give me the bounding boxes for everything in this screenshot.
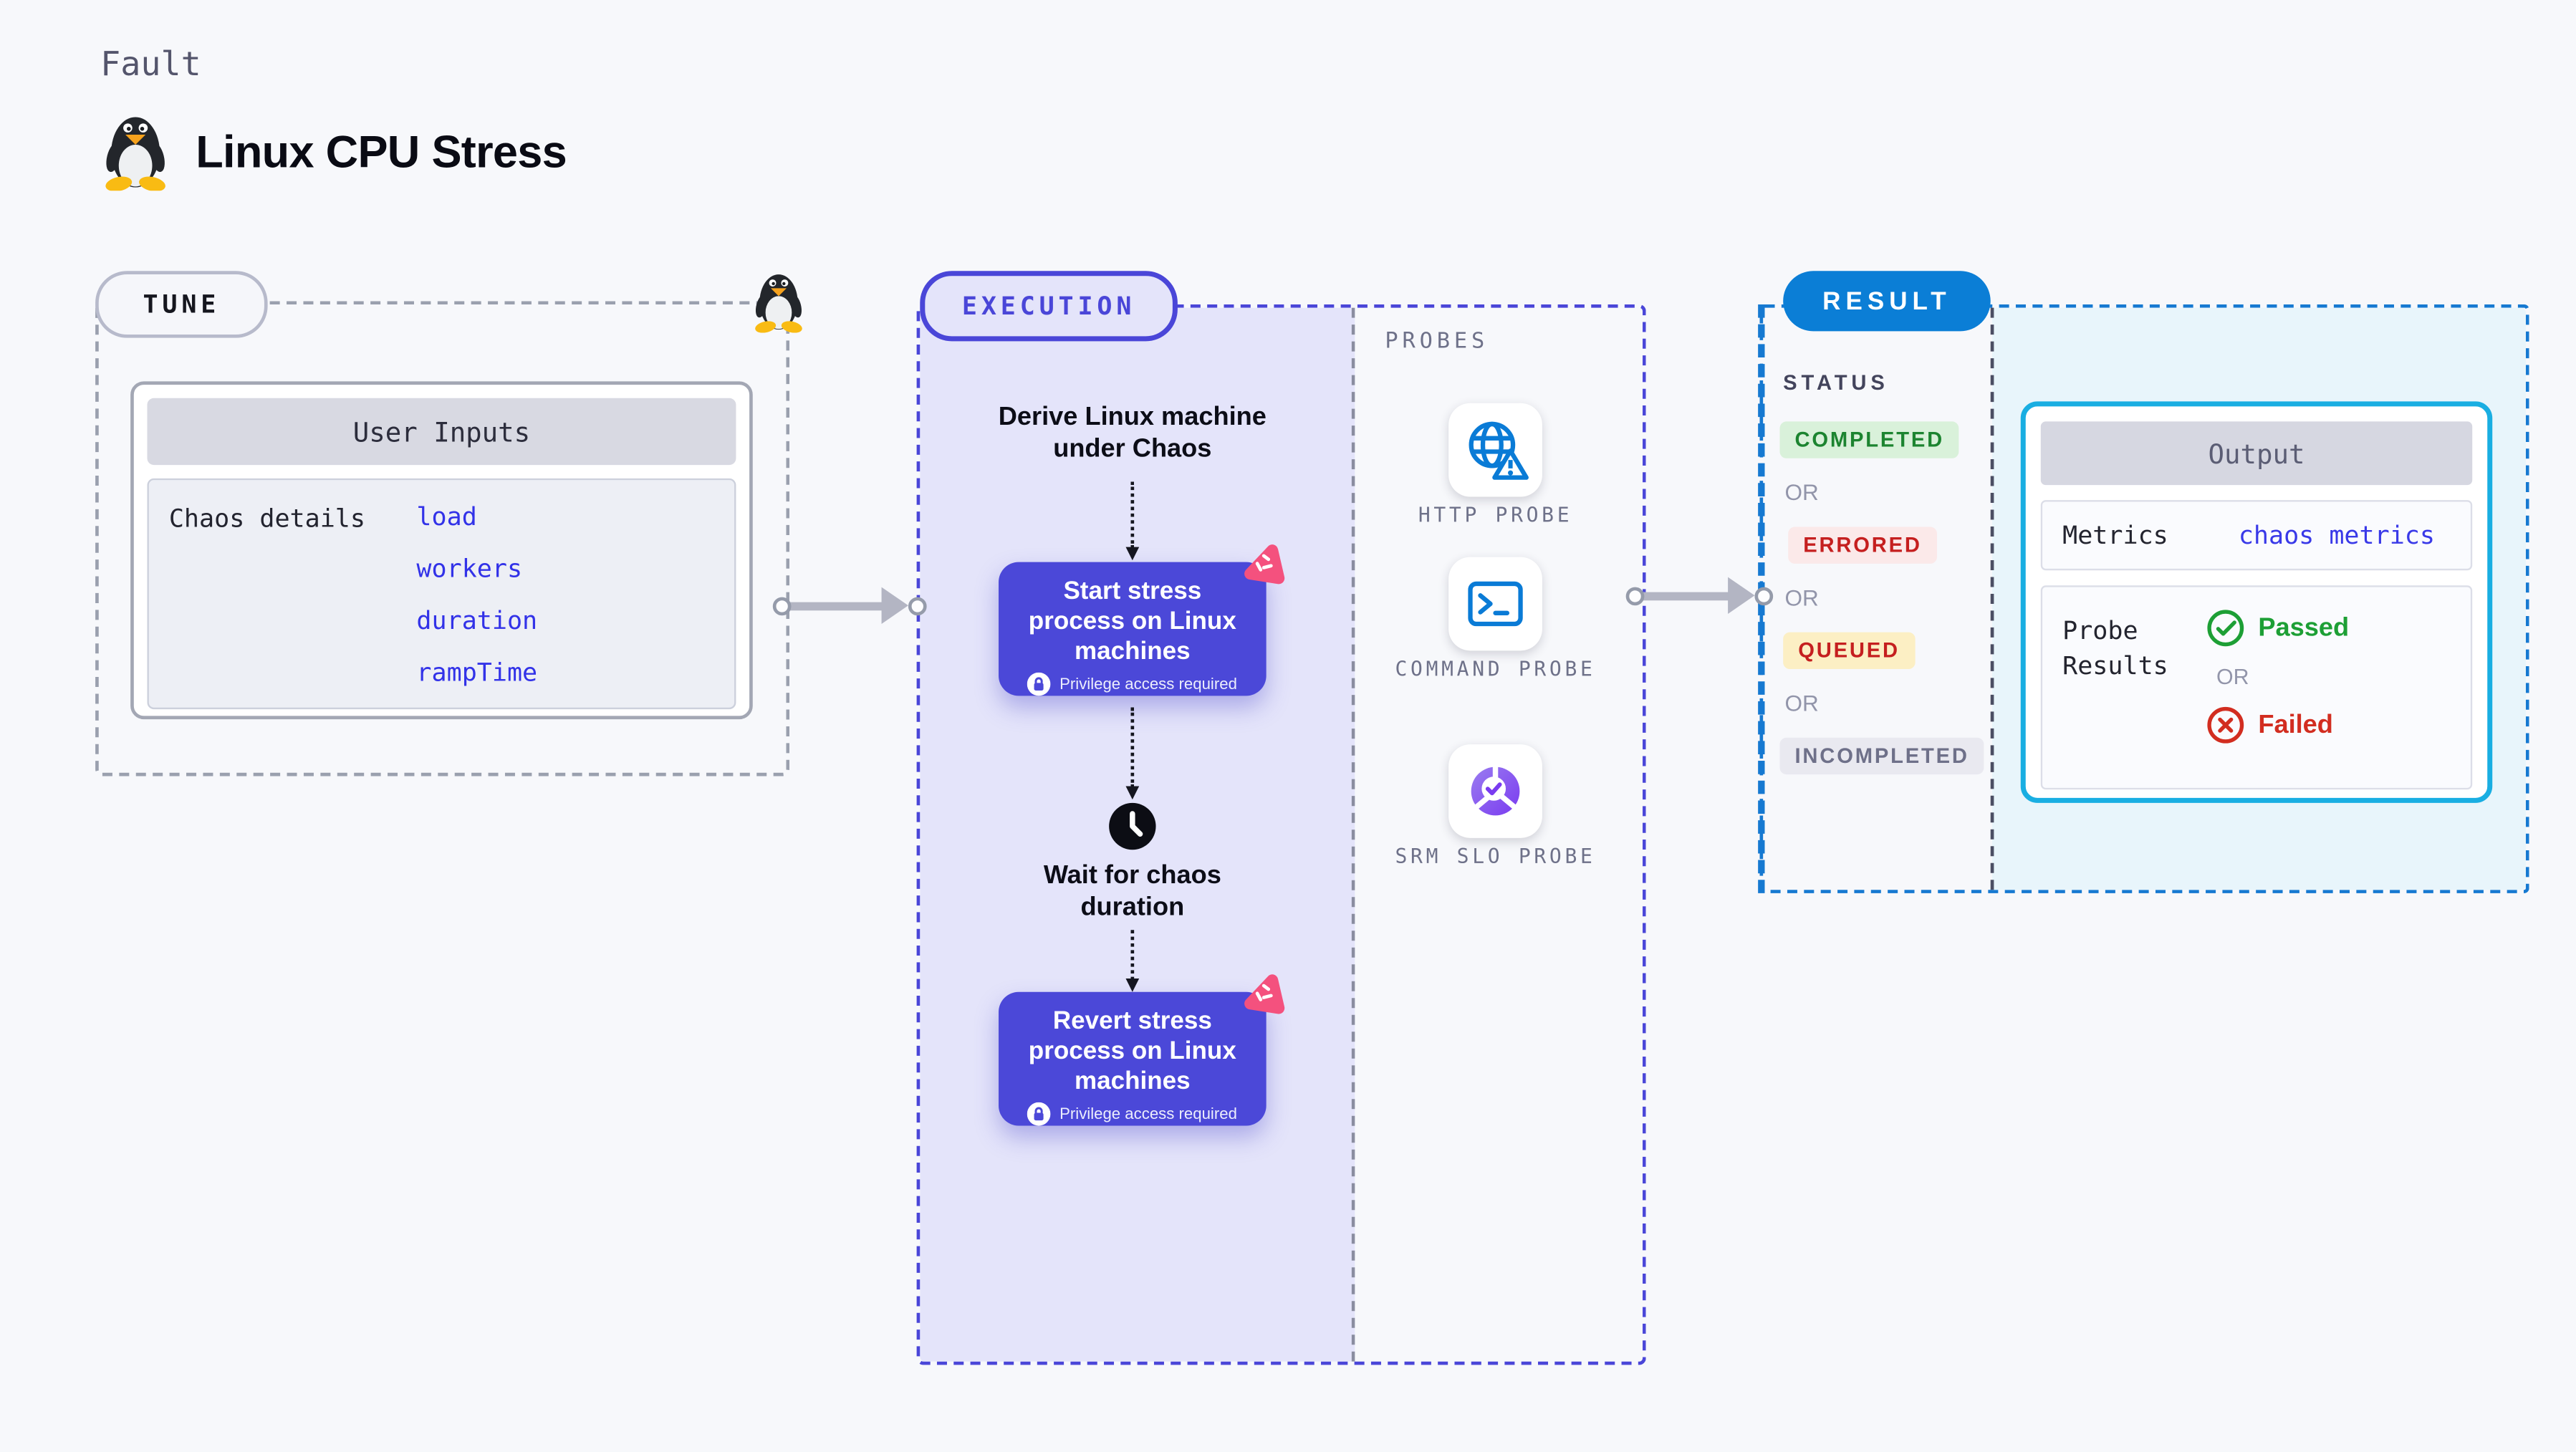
- user-inputs-card: User Inputs Chaos details load workers d…: [130, 381, 753, 720]
- lock-icon: [1027, 672, 1052, 696]
- derive-machine-text: Derive Linux machine under Chaos: [998, 403, 1267, 463]
- status-heading: STATUS: [1783, 371, 1889, 395]
- wait-duration-text: Wait for chaos duration: [1043, 861, 1221, 922]
- command-probe-card[interactable]: [1448, 557, 1542, 651]
- result-label: RESULT: [1822, 287, 1951, 316]
- tune-to-execution-arrow: [772, 585, 927, 625]
- flow-connector-down-icon: [1125, 930, 1140, 992]
- user-input-values: load workers duration rampTime: [416, 480, 537, 708]
- x-circle-icon: [2207, 706, 2244, 744]
- or-separator: OR: [1784, 691, 1819, 716]
- execution-to-result-arrow: [1625, 575, 1774, 615]
- failed-label: Failed: [2258, 710, 2333, 739]
- chaos-scratch-badge-icon: [1244, 974, 1285, 1014]
- metrics-label: Metrics: [2062, 520, 2168, 551]
- privilege-note: Privilege access required: [999, 672, 1267, 696]
- status-badge-errored: ERRORED: [1788, 527, 1937, 564]
- tux-penguin-icon: [755, 274, 802, 333]
- privilege-note: Privilege access required: [999, 1102, 1267, 1126]
- start-stress-node[interactable]: Start stress process on Linux machines P…: [999, 544, 1285, 696]
- user-inputs-header: User Inputs: [147, 398, 736, 466]
- metrics-row: Metrics chaos metrics: [2040, 500, 2473, 571]
- start-stress-title: Start stress process on Linux machines: [1028, 577, 1236, 666]
- tune-section-box: [95, 301, 790, 777]
- status-badge-completed: COMPLETED: [1779, 421, 1960, 458]
- input-ramptime[interactable]: rampTime: [416, 657, 538, 688]
- command-probe-label: COMMAND PROBE: [1395, 657, 1596, 681]
- passed-line: Passed: [2206, 609, 2349, 648]
- chaos-details-label: Chaos details: [168, 503, 365, 534]
- flow-connector-down-icon: [1125, 481, 1140, 561]
- revert-stress-title: Revert stress process on Linux machines: [1028, 1006, 1236, 1096]
- http-probe-card[interactable]: [1448, 403, 1542, 497]
- or-separator: OR: [1784, 585, 1819, 611]
- clock-icon: [1109, 802, 1156, 850]
- probe-results-row: Probe Results Passed OR Failed: [2040, 585, 2473, 790]
- srm-slo-probe-label: SRM SLO PROBE: [1395, 845, 1596, 868]
- check-circle-icon: [2207, 610, 2244, 647]
- input-workers[interactable]: workers: [416, 553, 523, 584]
- result-section-pill: RESULT: [1783, 271, 1991, 332]
- passed-label: Passed: [2258, 612, 2350, 642]
- or-separator: OR: [1784, 480, 1819, 506]
- tux-penguin-icon: [105, 117, 165, 191]
- input-load[interactable]: load: [416, 501, 477, 532]
- chaos-metrics-link[interactable]: chaos metrics: [2238, 520, 2435, 551]
- slo-donut-check-icon: [1471, 766, 1520, 816]
- globe-alert-icon: [1469, 421, 1529, 480]
- probes-area-label: PROBES: [1385, 330, 1489, 355]
- lock-icon: [1027, 1102, 1052, 1126]
- fault-kicker: Fault: [100, 43, 201, 84]
- input-duration[interactable]: duration: [416, 605, 538, 636]
- execution-label: EXECUTION: [961, 291, 1136, 322]
- status-output-divider: [1990, 307, 1994, 890]
- http-probe-label: HTTP PROBE: [1418, 503, 1573, 527]
- probe-results-values: Passed OR Failed: [2206, 587, 2349, 788]
- tune-label: TUNE: [143, 289, 221, 319]
- status-badge-incompleted: INCOMPLETED: [1779, 737, 1984, 775]
- status-badge-queued: QUEUED: [1783, 632, 1915, 670]
- or-separator: OR: [2216, 664, 2249, 690]
- user-inputs-body: Chaos details load workers duration ramp…: [147, 478, 736, 710]
- tune-section-pill: TUNE: [95, 271, 268, 338]
- probe-results-label: Probe Results: [2062, 615, 2168, 681]
- srm-slo-probe-card[interactable]: [1448, 744, 1542, 838]
- status-list: COMPLETED OR ERRORED OR QUEUED OR INCOMP…: [1779, 421, 1984, 775]
- chaos-scratch-badge-icon: [1244, 544, 1285, 585]
- execution-section-pill: EXECUTION: [920, 271, 1178, 342]
- output-card: Output Metrics chaos metrics Probe Resul…: [2020, 401, 2493, 803]
- failed-line: Failed: [2206, 706, 2349, 744]
- output-card-header: Output: [2040, 421, 2473, 486]
- page-title: Linux CPU Stress: [196, 127, 567, 178]
- revert-stress-node[interactable]: Revert stress process on Linux machines …: [999, 974, 1285, 1126]
- terminal-icon: [1468, 581, 1523, 627]
- flow-connector-down-icon: [1125, 707, 1140, 800]
